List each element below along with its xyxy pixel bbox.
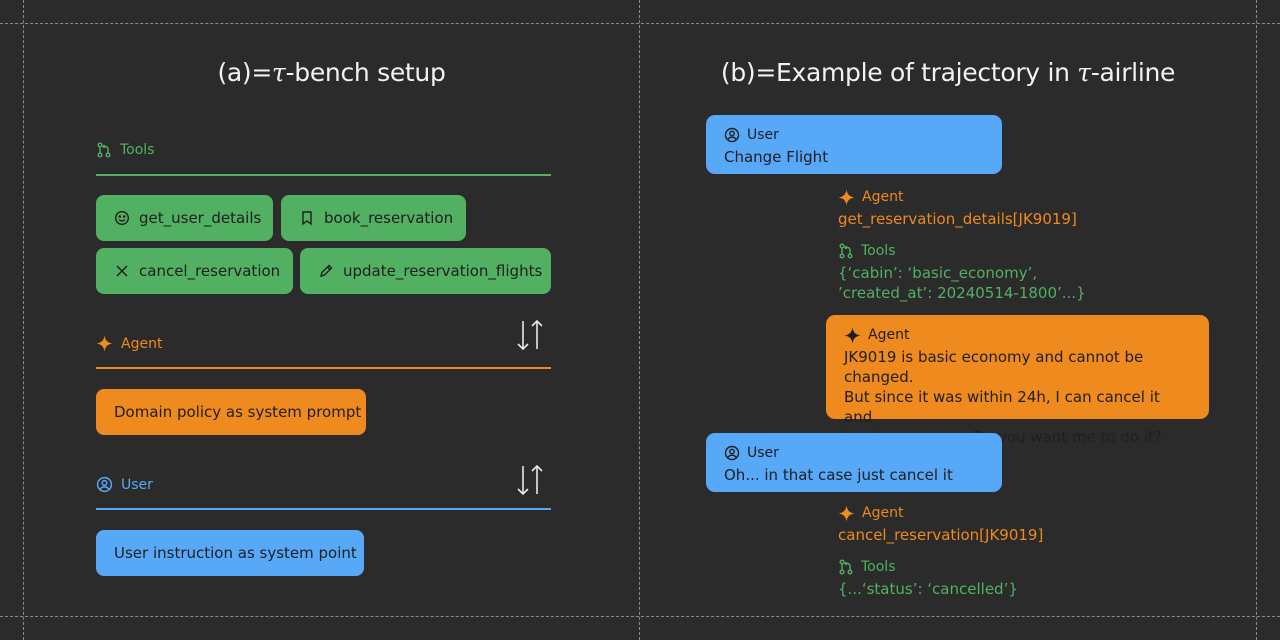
sparkle-icon <box>844 327 861 344</box>
left-title: (a)=τ-bench setup <box>217 58 446 87</box>
agent-tool-call: Agent cancel_reservation[JK9019] <box>838 505 1044 544</box>
bidirectional-arrows-icon <box>514 463 546 497</box>
user-divider <box>96 508 551 510</box>
user-circle-icon <box>724 127 740 143</box>
git-branch-icon <box>96 142 112 158</box>
bookmark-icon <box>299 210 315 226</box>
dashed-divider <box>639 0 640 640</box>
dashed-divider <box>23 0 24 640</box>
user-section-label: User <box>96 476 153 493</box>
agent-policy-chip: Domain policy as system prompt <box>96 389 366 435</box>
right-title: (b)=Example of trajectory in τ-airline <box>720 58 1176 87</box>
sparkle-icon <box>838 189 855 206</box>
git-branch-icon <box>838 559 854 575</box>
smiley-icon <box>114 210 130 226</box>
user-circle-icon <box>96 476 113 493</box>
user-circle-icon <box>724 445 740 461</box>
agent-section-label: Agent <box>96 335 162 352</box>
tool-response: Tools {...‘status’: ‘cancelled’} <box>838 559 1018 598</box>
tool-chip-cancel-reservation: cancel_reservation <box>96 248 293 294</box>
user-instruction-chip: User instruction as system point <box>96 530 364 576</box>
sparkle-icon <box>838 505 855 522</box>
agent-tool-call: Agent get_reservation_details[JK9019] <box>838 189 1077 228</box>
dashed-divider <box>0 23 1280 24</box>
user-message-bubble: User Change Flight <box>706 115 1002 174</box>
git-branch-icon <box>838 243 854 259</box>
tool-response: Tools {‘cabin’: ‘basic_economy’, ’create… <box>838 243 1086 302</box>
bidirectional-arrows-icon <box>514 318 546 352</box>
tool-chip-get-user-details: get_user_details <box>96 195 273 241</box>
tool-chip-book-reservation: book_reservation <box>281 195 466 241</box>
agent-divider <box>96 367 551 369</box>
tools-divider <box>96 174 551 176</box>
dashed-divider <box>1256 0 1257 640</box>
pencil-icon <box>318 263 334 279</box>
x-icon <box>114 263 130 279</box>
tool-chip-update-reservation-flights: update_reservation_flights <box>300 248 551 294</box>
dashed-divider <box>0 616 1280 617</box>
user-message-bubble: User Oh... in that case just cancel it <box>706 433 1002 492</box>
agent-message-bubble: Agent JK9019 is basic economy and cannot… <box>826 315 1209 446</box>
sparkle-icon <box>96 335 113 352</box>
tools-section-label: Tools <box>96 142 155 158</box>
